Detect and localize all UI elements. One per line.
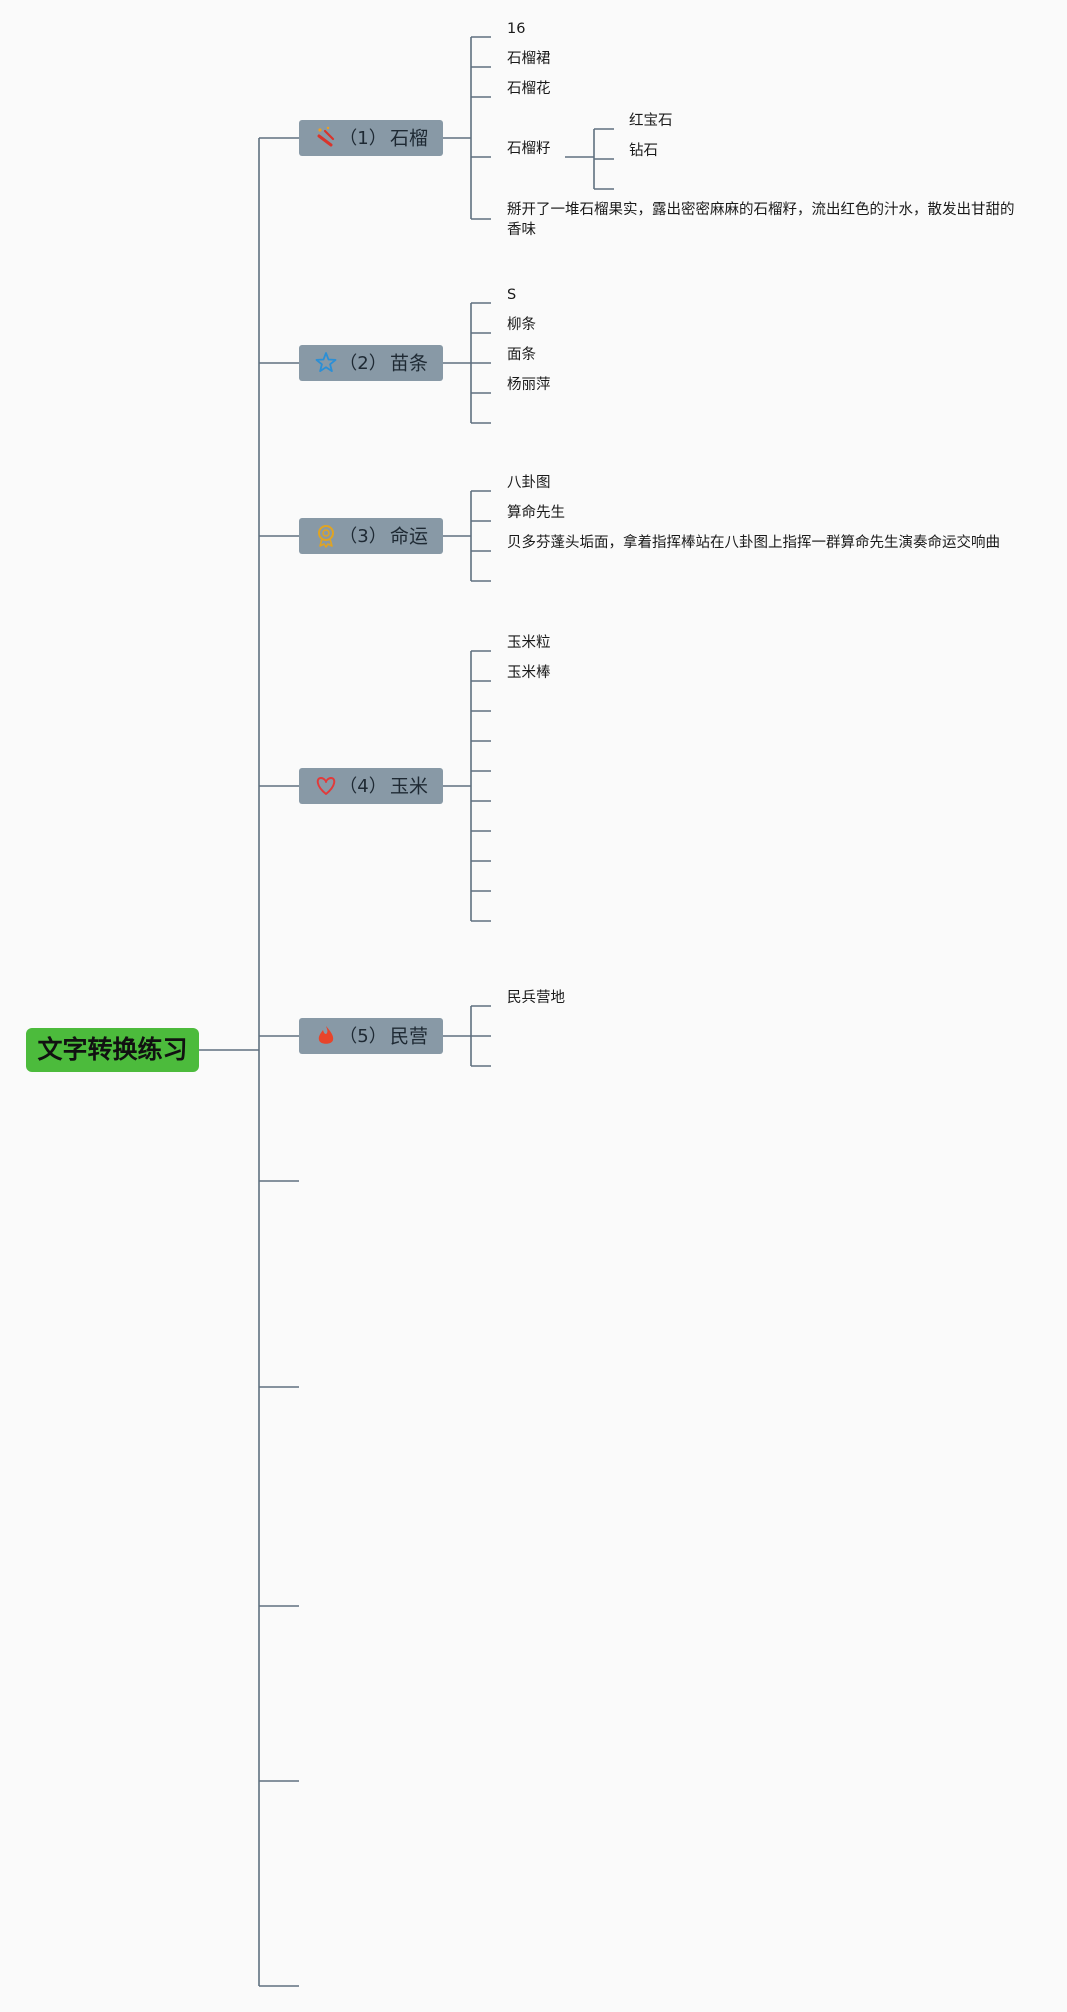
leaf-item: 掰开了一堆石榴果实，露出密密麻麻的石榴籽，流出红色的汁水，散发出甘甜的	[507, 201, 1015, 218]
branch-box	[299, 768, 443, 804]
branch-node-3[interactable]	[299, 518, 443, 554]
leaf-item: 玉米粒	[507, 634, 551, 651]
branch-node-5[interactable]	[299, 1018, 443, 1054]
leaf-item: 石榴籽	[507, 140, 551, 157]
leaf-item: 石榴裙	[507, 50, 551, 67]
firecracker-icon	[317, 126, 335, 147]
branch-node-1[interactable]	[299, 120, 443, 156]
branch-label: 苗条	[390, 353, 428, 375]
leaf-item: 算命先生	[507, 503, 565, 521]
branch-number: （4）	[339, 776, 386, 797]
star-icon	[315, 352, 337, 372]
sub-leaf-item: 红宝石	[629, 112, 673, 129]
branch-number: （3）	[339, 526, 386, 547]
branch-node-2[interactable]	[299, 345, 443, 381]
branch-node-4[interactable]	[299, 768, 443, 804]
leaf-item: S	[507, 287, 516, 303]
branch-box	[299, 1018, 443, 1054]
leaf-item: 杨丽萍	[507, 376, 551, 393]
branch-box	[299, 345, 443, 381]
leaf-item: 16	[507, 21, 525, 37]
branch-label: 石榴	[390, 128, 428, 150]
leaf-item: 八卦图	[507, 474, 551, 491]
leaf-item: 民兵营地	[507, 989, 565, 1006]
leaf-item: 石榴花	[507, 80, 551, 97]
branch-label: 民营	[390, 1026, 428, 1048]
sub-leaf-item: 钻石	[629, 142, 658, 159]
root-label: 文字转换练习	[37, 1035, 187, 1064]
branch-box	[299, 518, 443, 554]
medal-icon	[318, 525, 334, 548]
branch-box	[299, 120, 443, 156]
root-node[interactable]	[26, 1028, 199, 1072]
leaf-item: 面条	[507, 346, 536, 363]
branch-number: （2）	[339, 353, 386, 374]
leaf-item: 贝多芬蓬头垢面，拿着指挥棒站在八卦图上指挥一群算命先生演奏命运交响曲	[507, 533, 1000, 551]
branch-label: 命运	[390, 526, 428, 548]
leaf-item-continued: 香味	[507, 221, 536, 238]
heart-icon	[316, 777, 336, 795]
branch-number: （5）	[339, 1026, 386, 1047]
leaf-item: 柳条	[507, 316, 536, 333]
branch-label: 玉米	[390, 776, 428, 798]
flame-icon	[318, 1026, 334, 1044]
leaf-item: 玉米棒	[507, 664, 551, 681]
branch-number: （1）	[339, 128, 386, 149]
